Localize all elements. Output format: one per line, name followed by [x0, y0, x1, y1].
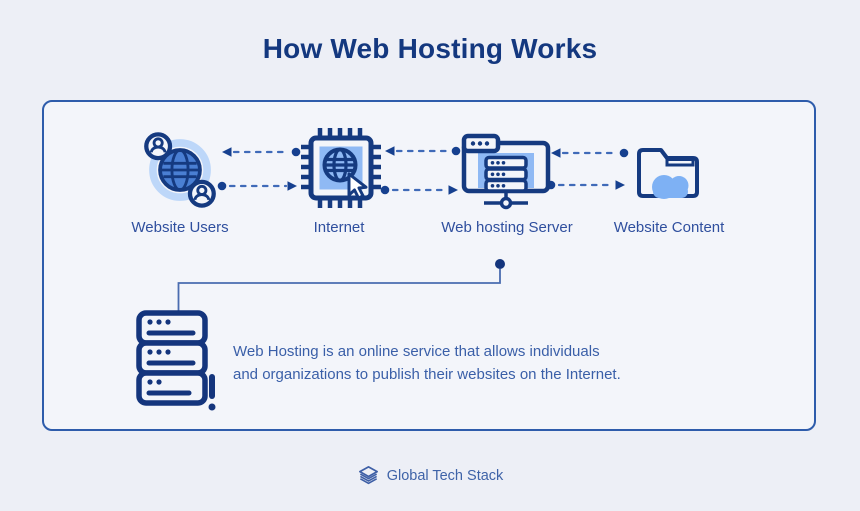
page-title: How Web Hosting Works [262, 33, 598, 64]
description-text: Web Hosting is an online service that al… [233, 341, 673, 386]
chip-globe-cursor-icon [299, 126, 383, 215]
node-label-website-content: Website Content [613, 219, 725, 236]
browser-server-icon [460, 133, 552, 218]
node-label-web-hosting-server: Web hosting Server [441, 219, 573, 236]
users-globe-icon [142, 132, 218, 213]
layers-icon [358, 466, 378, 485]
brand-footer: Global Tech Stack [0, 464, 860, 487]
node-label-internet: Internet [313, 219, 365, 236]
folder-cloud-icon [633, 140, 703, 207]
description-line-1: Web Hosting is an online service that al… [233, 343, 600, 360]
brand-name: Global Tech Stack [386, 467, 504, 484]
server-stack-icon [133, 309, 221, 418]
node-label-website-users: Website Users [131, 219, 229, 236]
description-line-2: and organizations to publish their websi… [233, 365, 621, 383]
